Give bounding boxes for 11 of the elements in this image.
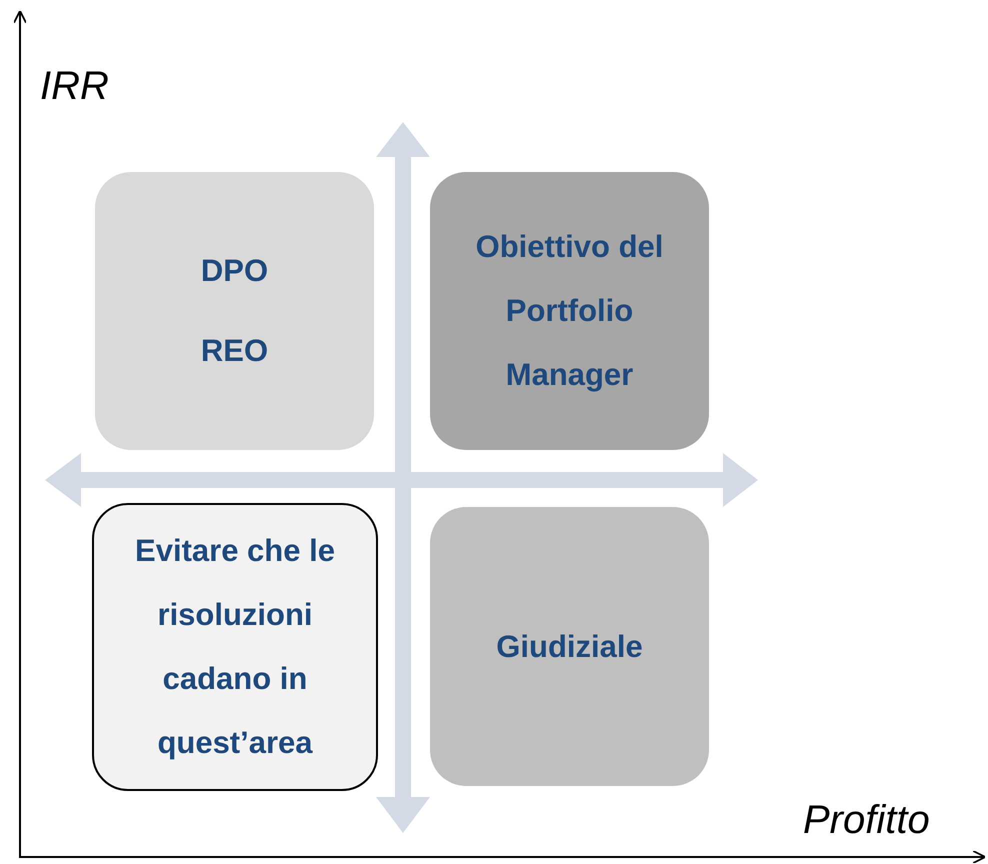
quadrant-box [95, 172, 374, 450]
quadrant-text: REO [200, 332, 270, 370]
quadrant-text: Giudiziale [495, 628, 644, 666]
quadrant-box [430, 507, 709, 786]
quadrant-text: Evitare che le risoluzioni cadano in quest’area [134, 532, 336, 762]
quadrant-box [92, 503, 378, 791]
quadrant-text: Obiettivo del Portfolio Manager [474, 228, 664, 394]
quadrant-text: DPO [200, 252, 270, 290]
quadrant-box [430, 172, 709, 450]
axis-label: Profitto [803, 798, 930, 843]
axis-label: IRR [40, 64, 109, 109]
